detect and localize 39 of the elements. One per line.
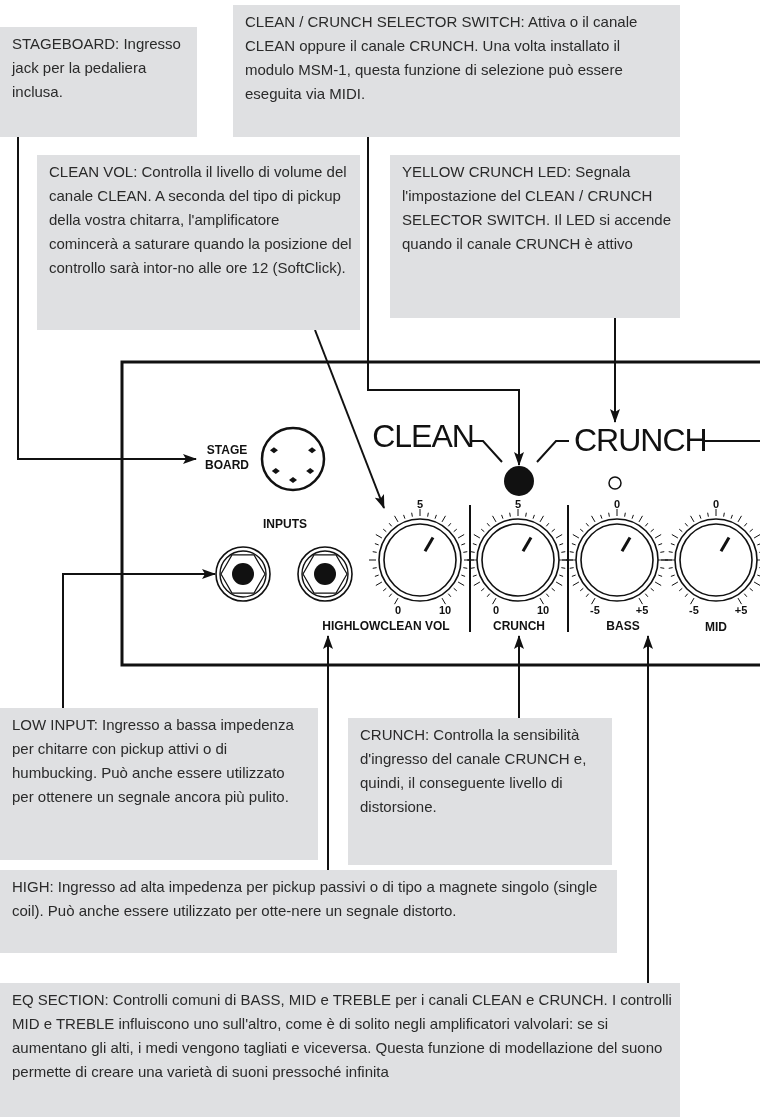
arrow — [643, 635, 653, 984]
scale-label: +5 — [635, 604, 649, 617]
panel-label: BASS — [592, 619, 654, 636]
callout-box: EQ SECTION: Controlli comuni di BASS, MID e TREBLE per i canali CLEAN e CRUNCH. I controlli MID e TREBLE influiscono uno sull'altro, come è di solito negli amplificatori valvolari: se si aumentano gli alti, i medi vengono tagliati e viceversa. Questa funzione di modellazione del suono permette di creare una varietà di suoni pressoché infinita — [0, 983, 680, 1117]
input-jack — [215, 546, 271, 602]
callout-box: LOW INPUT: Ingresso a bassa impedenza per chitarre con pickup attivi o di humbucking. Può anche essere utilizzato per ottenere un segnale ancora più pulito. — [0, 708, 318, 860]
indicator-dot — [503, 465, 535, 497]
scale-label: -5 — [590, 604, 600, 617]
arrow — [367, 136, 524, 466]
scale-label: 10 — [438, 604, 452, 617]
arrow — [17, 136, 197, 464]
scale-label: 0 — [492, 604, 500, 617]
callout-box: HIGH: Ingresso ad alta impedenza per pickup passivi o di tipo a magnete singolo (single coil). Può anche essere utilizzato per otte-nere un segnale distorto. — [0, 870, 617, 953]
scale-label: 5 — [514, 498, 522, 511]
panel-label: INPUTS — [263, 517, 307, 531]
arrow — [514, 635, 524, 719]
scale-label: 0 — [394, 604, 402, 617]
scale-label: 0 — [613, 498, 621, 511]
scale-label: 10 — [536, 604, 550, 617]
input-jack — [297, 546, 353, 602]
panel-label: CRUNCH — [488, 619, 550, 636]
panel-label: MID — [705, 620, 727, 634]
scale-label: 0 — [712, 498, 720, 511]
panel-label: HIGHLOWCLEAN VOL — [306, 619, 466, 636]
callout-box: CLEAN VOL: Controlla il livello di volume del canale CLEAN. A seconda del tipo di pickup della vostra chitarra, l'amplificatore comincerà a saturare quando la posizione del controllo sarà intor-no alle ore 12 (SoftClick). — [37, 155, 360, 330]
panel-label: STAGE BOARD — [196, 443, 258, 475]
callout-box: CLEAN / CRUNCH SELECTOR SWITCH: Attiva o il canale CLEAN oppure il canale CRUNCH. Una volta installato il modulo MSM-1, questa funzione di selezione può essere eseguita via MIDI. — [233, 5, 680, 137]
scale-label: 5 — [416, 498, 424, 511]
arrow — [62, 569, 216, 709]
panel-label: CLEAN — [372, 418, 474, 454]
callout-box: CRUNCH: Controlla la sensibilità d'ingresso del canale CRUNCH e, quindi, il conseguente livello di distorsione. — [348, 718, 612, 865]
arrow — [610, 317, 620, 423]
led-indicator — [607, 475, 623, 491]
arrow — [323, 635, 333, 871]
scale-label: -5 — [689, 604, 699, 617]
callout-box: STAGEBOARD: Ingresso jack per la pedaliera inclusa. — [0, 27, 197, 137]
arrow — [314, 329, 385, 509]
callout-box: YELLOW CRUNCH LED: Segnala l'impostazione del CLEAN / CRUNCH SELECTOR SWITCH. Il LED si accende quando il canale CRUNCH è attivo — [390, 155, 680, 318]
scale-label: +5 — [734, 604, 748, 617]
